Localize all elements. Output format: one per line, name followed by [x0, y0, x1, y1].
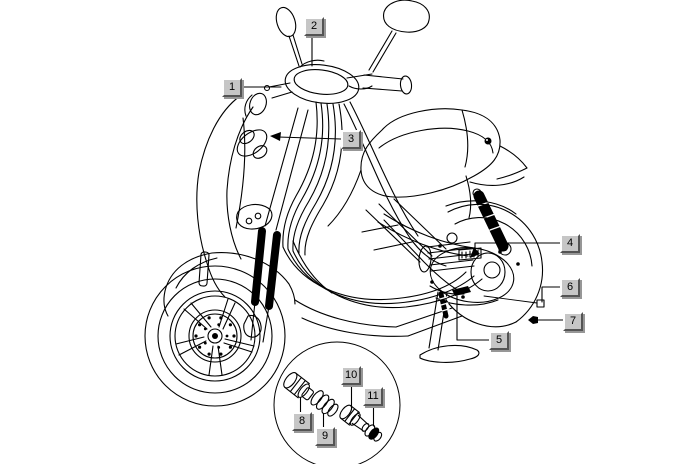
leader-end-6 — [536, 299, 545, 308]
callout-2[interactable]: 2 — [304, 17, 324, 36]
callout-9[interactable]: 9 — [315, 427, 335, 446]
front-fender-fork — [163, 227, 296, 343]
seat — [327, 108, 528, 293]
leader-line-3 — [277, 136, 342, 140]
brake-caliper — [243, 314, 262, 338]
part-9-boot — [310, 390, 339, 417]
rear-shock — [472, 188, 512, 256]
leader-lines — [238, 34, 564, 428]
leader-line-5 — [456, 295, 490, 341]
rear-wheel — [445, 200, 544, 328]
leader-line-6 — [541, 286, 561, 303]
brake-disc — [188, 309, 242, 363]
callout-6[interactable]: 6 — [560, 278, 580, 297]
left-mirror — [275, 6, 303, 67]
turn-signal — [236, 203, 273, 230]
cable-line-6 — [483, 295, 538, 304]
leader-arrow-3 — [270, 132, 281, 141]
detail-circle — [273, 341, 401, 464]
right-mirror — [368, 0, 430, 73]
callout-7[interactable]: 7 — [563, 312, 583, 331]
callout-4[interactable]: 4 — [560, 234, 580, 253]
callout-8[interactable]: 8 — [292, 412, 312, 431]
front-wheel — [144, 265, 286, 407]
callout-1[interactable]: 1 — [222, 78, 242, 97]
engine-transmission — [418, 232, 520, 306]
leader-end-7 — [528, 316, 538, 324]
callout-11[interactable]: 11 — [363, 387, 383, 406]
headlight — [236, 129, 268, 157]
callout-10[interactable]: 10 — [341, 366, 362, 385]
callout-3[interactable]: 3 — [341, 130, 361, 149]
handlebar — [244, 59, 413, 117]
part-8-bushing — [283, 372, 314, 401]
part-10-adjuster — [339, 404, 370, 432]
leader-arrow-4 — [470, 247, 480, 258]
callout-5[interactable]: 5 — [489, 331, 509, 350]
center-stand — [419, 291, 480, 363]
